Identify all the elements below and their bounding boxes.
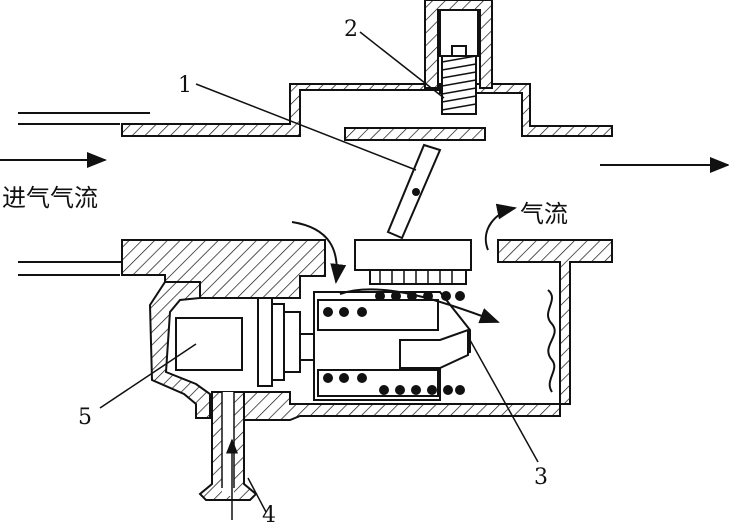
callout-2: 2 — [344, 17, 358, 42]
upper-intake-wall — [18, 83, 613, 137]
throttle-valve — [386, 143, 442, 240]
intake-airflow-label: 进气气流 — [2, 184, 98, 212]
screw-thread — [441, 55, 477, 111]
flow-plate — [344, 127, 486, 141]
sensor-chamber — [175, 317, 243, 371]
callout-1: 1 — [178, 73, 192, 98]
adjusting-screw-housing — [424, 0, 493, 115]
valve-spring-assembly — [313, 239, 472, 401]
lower-body — [18, 239, 613, 421]
flow-arrows — [0, 152, 729, 324]
callout-5: 5 — [78, 405, 92, 430]
callout-4: 4 — [262, 503, 276, 525]
airflow-label: 气流 — [520, 200, 568, 228]
vacuum-inlet-tube — [198, 391, 258, 520]
leader-lines — [99, 31, 539, 513]
callout-3: 3 — [534, 465, 548, 490]
